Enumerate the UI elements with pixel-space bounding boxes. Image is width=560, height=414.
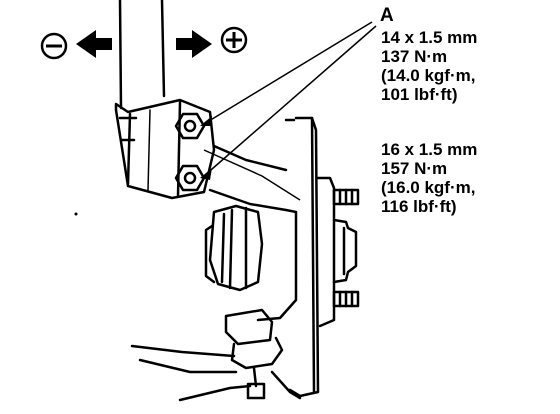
callout-letter: A: [380, 5, 394, 26]
bolt-size: 16 x 1.5 mm: [381, 140, 478, 159]
speck-mark: [74, 212, 78, 216]
torque-kgf: (16.0 kgf·m,: [381, 178, 476, 197]
lower-bolt-icon: [174, 164, 206, 192]
callout-leader-lines: [203, 21, 377, 201]
lower-ball-joint: [224, 308, 284, 400]
left-arrow-icon: [76, 30, 112, 58]
right-arrow-icon: [176, 30, 212, 58]
wheel-stud-icon: [332, 290, 360, 308]
brake-rotor: [284, 116, 336, 398]
plus-sign-icon: [220, 26, 248, 54]
wheel-stud-icon: [332, 188, 360, 206]
arrowhead-icon: [200, 116, 212, 180]
knuckle-bracket: [114, 98, 216, 200]
drive-shaft-joint: [204, 204, 264, 292]
strut-tube: [118, 0, 166, 110]
lower-control-arm: [130, 344, 302, 402]
torque-spec-upper: 14 x 1.5 mm 137 N·m (14.0 kgf·m, 101 lbf…: [381, 28, 477, 104]
steering-knuckle: [208, 144, 298, 322]
wheel-hub: [332, 218, 358, 284]
torque-lbf: 116 lbf·ft): [381, 197, 457, 216]
torque-nm: 137 N·m: [381, 47, 448, 66]
minus-sign-icon: [40, 32, 68, 60]
torque-lbf: 101 lbf·ft): [381, 85, 458, 104]
torque-spec-lower: 16 x 1.5 mm 157 N·m (16.0 kgf·m, 116 lbf…: [381, 140, 477, 216]
torque-nm: 157 N·m: [381, 159, 448, 178]
bolt-size: 14 x 1.5 mm: [381, 28, 478, 47]
torque-kgf: (14.0 kgf·m,: [381, 66, 476, 85]
